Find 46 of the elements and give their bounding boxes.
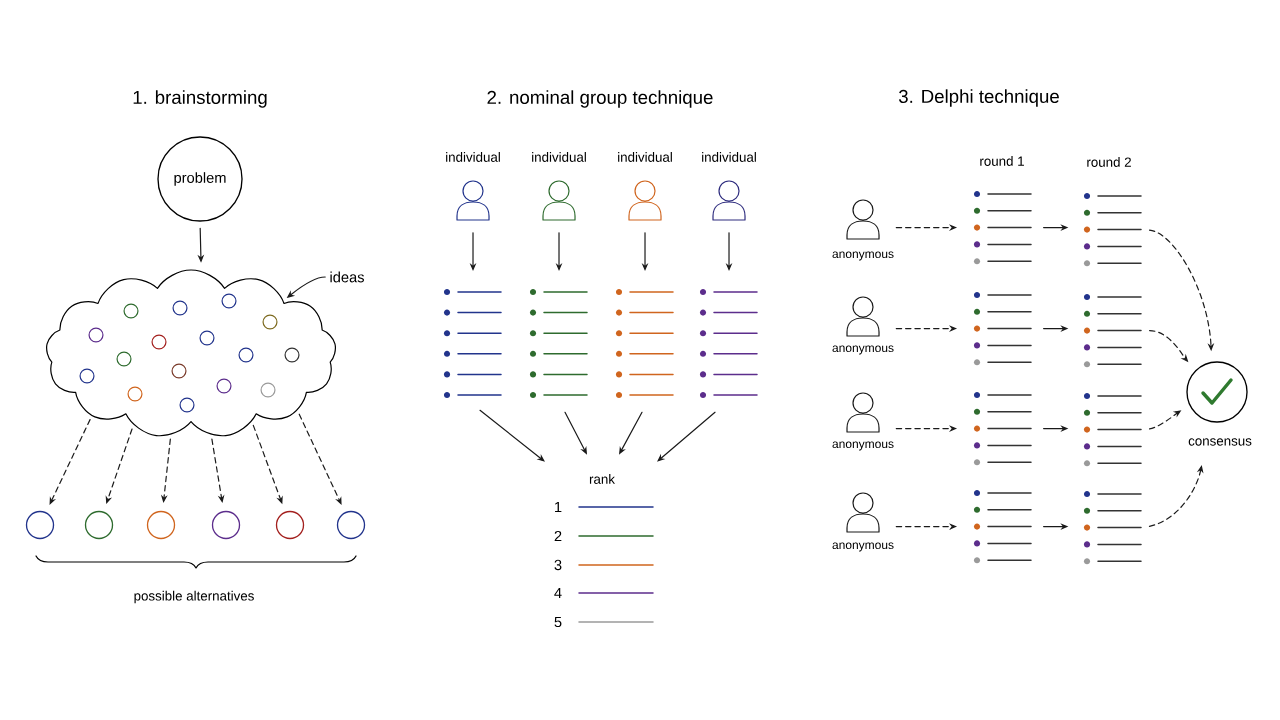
circle-node [84, 510, 114, 540]
bullet-list [973, 291, 1032, 366]
circle-node [25, 510, 55, 540]
section-title: 3. Delphi technique [898, 89, 1059, 107]
rank-number: 2 [554, 530, 562, 542]
text-label: anonymous [832, 441, 894, 451]
text-label: anonymous [832, 345, 894, 355]
bullet-list [973, 190, 1032, 265]
rank-number: 1 [555, 501, 562, 513]
bullet-list [699, 288, 758, 399]
circle-node [211, 510, 241, 540]
bullet-list [1083, 490, 1142, 565]
bullet-list [443, 288, 502, 399]
arrow [49, 419, 91, 505]
arrow [657, 411, 716, 462]
section-title: 1. brainstorming [133, 90, 267, 108]
bullet-list [973, 489, 1032, 564]
text-label: individual [702, 152, 756, 162]
text-label: anonymous [832, 251, 894, 261]
circle-node: problem [157, 136, 243, 222]
bullet-list [1083, 293, 1142, 368]
arrow [479, 409, 545, 462]
bullet-list [1083, 192, 1142, 267]
text-label: ideas [330, 271, 364, 283]
bullet-list [615, 288, 674, 399]
brace-caption: possible alternatives [134, 590, 254, 604]
circle-node [146, 510, 176, 540]
text-label: anonymous [832, 542, 894, 552]
text-label: individual [618, 152, 672, 162]
section-title: 2. nominal group technique [487, 90, 713, 108]
column-heading: round 1 [980, 156, 1024, 166]
list-heading: rank [589, 474, 615, 484]
rank-number: 4 [554, 587, 562, 599]
bullet-list [973, 391, 1032, 466]
arrow [1148, 465, 1204, 527]
column-heading: round 2 [1087, 157, 1131, 167]
bullet-list [529, 288, 588, 399]
circle-node [275, 510, 305, 540]
circle-node [336, 510, 366, 540]
text-label: consensus [1188, 438, 1252, 446]
rank-number: 3 [554, 559, 562, 571]
text-label: individual [532, 152, 586, 162]
rank-number: 5 [554, 616, 562, 628]
bullet-list [1083, 392, 1142, 467]
arrow [298, 413, 342, 505]
text-label: individual [446, 152, 500, 162]
